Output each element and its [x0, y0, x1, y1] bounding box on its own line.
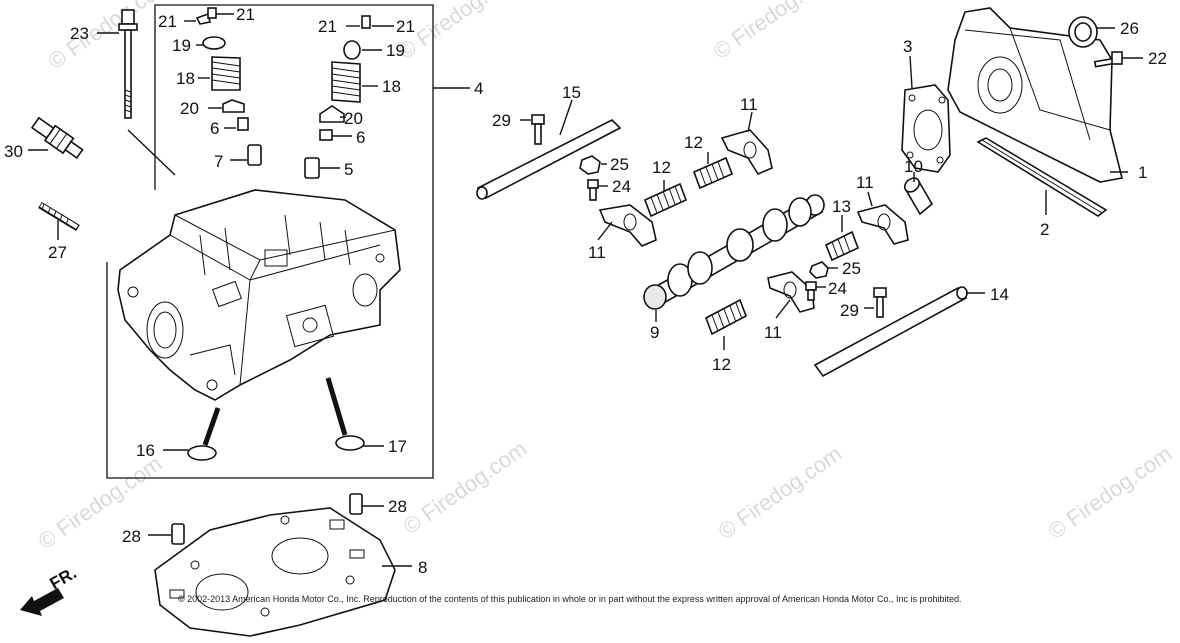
- screw-24-lower: [805, 281, 826, 301]
- part-label: 22: [1148, 49, 1167, 68]
- dowel-28b: [148, 523, 185, 545]
- part-label: 6: [210, 119, 219, 138]
- part-label: 30: [4, 142, 23, 161]
- part-label: 21: [318, 17, 337, 36]
- rocker-shaft-14: [813, 286, 985, 378]
- part-label: 20: [344, 109, 363, 128]
- cylinder-head: [117, 189, 401, 401]
- part-label: 10: [904, 157, 923, 176]
- spring-13: [824, 215, 860, 262]
- part-label: 24: [612, 177, 631, 196]
- part-label: 21: [158, 12, 177, 31]
- part-label: 12: [652, 158, 671, 177]
- rocker-arm-11b: [720, 111, 773, 176]
- part-label: 28: [122, 527, 141, 546]
- part-label: 19: [386, 41, 405, 60]
- part-label: 1: [1138, 163, 1147, 182]
- spring-12b: [692, 152, 734, 190]
- valve-assembly-outline: [106, 4, 434, 479]
- rocker-shaft-15: [476, 99, 622, 200]
- part-label: 17: [388, 437, 407, 456]
- part-label: 6: [356, 128, 365, 147]
- part-label: 19: [172, 36, 191, 55]
- part-label: 23: [70, 24, 89, 43]
- part-label: 24: [828, 279, 847, 298]
- part-label: 2: [1040, 220, 1049, 239]
- part-label: 18: [176, 69, 195, 88]
- part-label: 12: [712, 355, 731, 374]
- watermark: © Firedog.com: [714, 441, 847, 544]
- part-label: 12: [684, 133, 703, 152]
- rocker-arm-11d: [767, 271, 815, 319]
- part-label: 27: [48, 243, 67, 262]
- valve-17: [325, 377, 384, 451]
- part-label: 14: [990, 285, 1009, 304]
- rocker-arm-11c: [856, 191, 909, 245]
- part-label: 18: [382, 77, 401, 96]
- part-label: 3: [903, 37, 912, 56]
- bolt-23: [97, 9, 176, 176]
- part-label: 9: [650, 323, 659, 342]
- front-direction-arrow: FR.: [20, 563, 80, 616]
- part-label: 11: [588, 243, 606, 262]
- gasket-3: [901, 55, 951, 173]
- part-label: 11: [856, 173, 874, 192]
- spark-plug-30: [30, 116, 84, 159]
- left-valve-stack: [184, 7, 262, 166]
- part-label: 7: [214, 152, 223, 171]
- watermark: © Firedog.com: [34, 451, 167, 554]
- rocker-arm-11a: [597, 204, 657, 247]
- copyright-text: © 2002-2013 American Honda Motor Co., In…: [178, 594, 962, 604]
- part-label: 29: [492, 111, 511, 130]
- part-label: 5: [344, 160, 353, 179]
- bolt-29-upper: [520, 114, 545, 145]
- part-label: 25: [842, 259, 861, 278]
- seal-strip-2: [976, 137, 1108, 217]
- part-label: 29: [840, 301, 859, 320]
- bolt-29-lower: [864, 287, 887, 318]
- dowel-28a: [349, 493, 384, 515]
- watermark: © Firedog.com: [44, 0, 177, 74]
- camshaft-9: [643, 194, 825, 322]
- part-label: 4: [474, 79, 483, 98]
- direction-label: FR.: [47, 563, 80, 593]
- part-label: 28: [388, 497, 407, 516]
- oil-seal-26: [1068, 16, 1115, 48]
- head-cover-1: [947, 7, 1128, 183]
- stud-27: [38, 202, 80, 240]
- spring-12a: [643, 180, 688, 218]
- screw-24-upper: [587, 179, 608, 201]
- watermark: © Firedog.com: [1044, 441, 1177, 544]
- bolt-22: [1093, 51, 1143, 68]
- watermark: © Firedog.com: [399, 436, 532, 539]
- watermark: © Firedog.com: [709, 0, 842, 64]
- valve-16: [163, 407, 221, 461]
- head-gasket-8: [154, 507, 412, 637]
- right-valve-stack: [304, 15, 394, 179]
- part-label: 15: [562, 83, 581, 102]
- nut-25-lower: [809, 261, 838, 279]
- part-label: 13: [832, 197, 851, 216]
- part-label: 25: [610, 155, 629, 174]
- spring-12c: [705, 298, 747, 350]
- part-label: 11: [740, 95, 758, 114]
- part-label: 26: [1120, 19, 1139, 38]
- part-label: 16: [136, 441, 155, 460]
- part-label: 21: [396, 17, 415, 36]
- part-labels: 1 2 3 4 5 6 6 7 8 9 10 11 11 11 11 12 12…: [4, 5, 1167, 577]
- part-label: 20: [180, 99, 199, 118]
- nut-25-upper: [579, 155, 607, 175]
- part-label: 21: [236, 5, 255, 24]
- part-label: 11: [764, 323, 782, 342]
- bushing-10: [903, 172, 934, 216]
- part-label: 8: [418, 558, 427, 577]
